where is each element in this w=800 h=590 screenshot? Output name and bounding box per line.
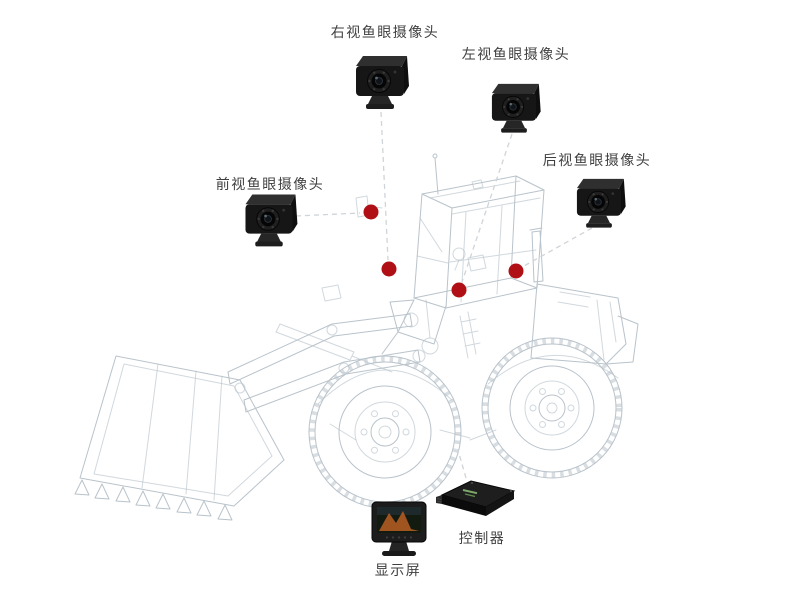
- front-frame: [317, 284, 453, 405]
- steps: [459, 311, 481, 359]
- cab: [355, 153, 545, 359]
- bucket-teeth: [74, 479, 233, 521]
- label-camera-front: 前视鱼眼摄像头: [215, 176, 325, 192]
- label-display: 显示屏: [374, 562, 422, 578]
- rear-wheel: [481, 337, 623, 479]
- connector-left-camera: [461, 133, 513, 283]
- mount-markers: [363, 204, 524, 298]
- camera-rear-view-device: [576, 178, 627, 229]
- camera-front-view-device: [244, 193, 298, 247]
- bucket: [74, 355, 285, 521]
- connector-front-camera: [295, 212, 361, 217]
- controller-device: [435, 480, 515, 517]
- antenna: [434, 157, 439, 195]
- exhaust: [529, 227, 544, 283]
- mount-marker-rear: [508, 263, 524, 279]
- connector-controller: [457, 449, 467, 479]
- camera-right-view-device: [355, 55, 410, 110]
- camera-left-view-device: [491, 83, 542, 134]
- connector-lines: [295, 111, 593, 479]
- vehicle-wireframe: [74, 153, 639, 521]
- label-camera-right: 右视鱼眼摄像头: [330, 24, 440, 40]
- display-monitor-device: [371, 501, 427, 557]
- mount-marker-right: [381, 261, 397, 277]
- mount-marker-front: [363, 204, 379, 220]
- label-controller: 控制器: [458, 530, 506, 546]
- connector-rear-camera: [523, 227, 593, 267]
- mount-marker-left: [451, 282, 467, 298]
- label-camera-left: 左视鱼眼摄像头: [461, 46, 571, 62]
- rear-body: [329, 227, 639, 441]
- front-wheel: [308, 355, 462, 509]
- connector-right-camera: [380, 111, 389, 261]
- label-camera-rear: 后视鱼眼摄像头: [542, 152, 652, 168]
